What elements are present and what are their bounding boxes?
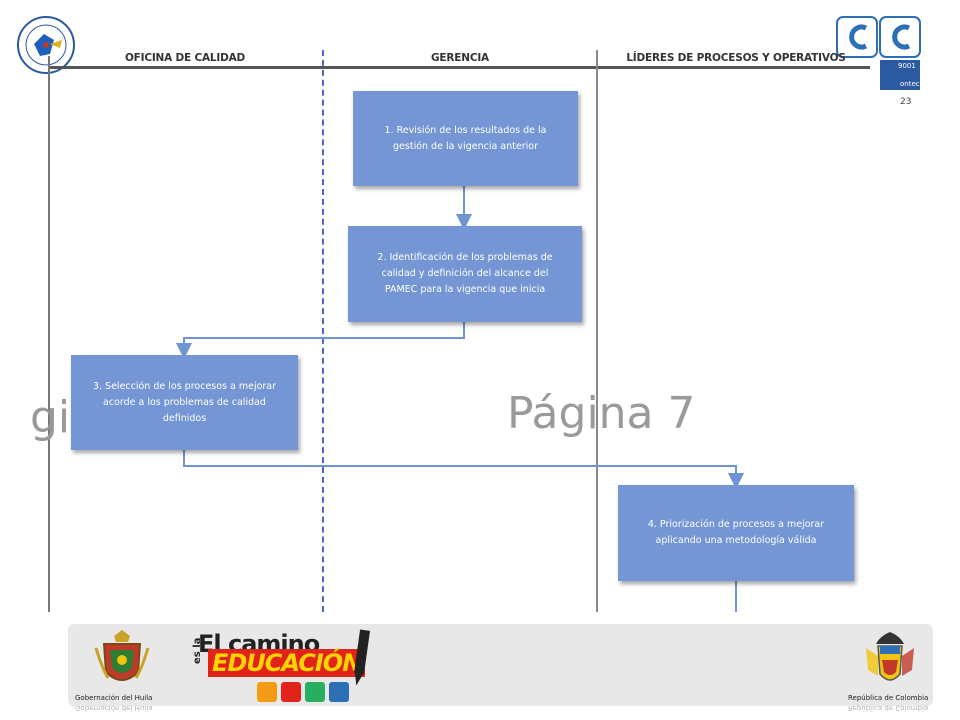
certification-logos: 9001 ontec bbox=[836, 16, 922, 92]
watermark-page-number: Página 7 bbox=[507, 388, 696, 439]
gobernacion-caption-reflection: Gobernación del Huila bbox=[75, 704, 153, 712]
cert-org-name: ontec bbox=[900, 80, 920, 88]
slogan-es-la: es la bbox=[192, 637, 203, 664]
quality-certification-icon bbox=[836, 16, 921, 58]
people-pictogram-icon bbox=[305, 682, 325, 702]
lane-separator bbox=[596, 50, 598, 612]
cert-band-iso bbox=[880, 60, 920, 90]
process-box-step4: 4. Priorización de procesos a mejorar ap… bbox=[618, 485, 854, 581]
lane-header-divider bbox=[48, 66, 870, 69]
house-pictogram-icon bbox=[329, 682, 349, 702]
process-box-step2: 2. Identificación de los problemas de ca… bbox=[348, 226, 582, 322]
institution-seal-logo bbox=[17, 16, 75, 74]
slogan-pictograms bbox=[257, 682, 353, 702]
lane-separator-dashed bbox=[322, 50, 324, 612]
process-box-step1: 1. Revisión de los resultados de la gest… bbox=[353, 91, 578, 186]
colombia-coat-of-arms-icon bbox=[866, 632, 914, 681]
family-pictogram-icon bbox=[257, 682, 277, 702]
gobernacion-caption: Gobernación del Huila bbox=[75, 694, 153, 702]
process-box-step3: 3. Selección de los procesos a mejorar a… bbox=[71, 355, 298, 450]
lane-header-lideres: LÍDERES DE PROCESOS Y OPERATIVOS bbox=[626, 52, 846, 64]
lane-left-border bbox=[48, 56, 50, 612]
cert-iso-number: 9001 bbox=[898, 62, 916, 70]
gobernacion-huila-crest-icon bbox=[94, 630, 150, 681]
heart-pictogram-icon bbox=[281, 682, 301, 702]
connector-step2-step3 bbox=[176, 322, 465, 359]
pencil-icon bbox=[353, 629, 371, 686]
slogan-line2: EDUCACIÓN bbox=[208, 649, 366, 677]
connector-step3-step4 bbox=[183, 450, 744, 489]
republica-caption-reflection: República de Colombia bbox=[848, 704, 929, 712]
lane-header-oficina-calidad: OFICINA DE CALIDAD bbox=[124, 52, 246, 64]
lane-header-gerencia: GERENCIA bbox=[431, 52, 489, 64]
watermark-partial: gi bbox=[30, 392, 71, 443]
cert-number-fragment: 23 bbox=[900, 97, 912, 107]
republica-caption: República de Colombia bbox=[848, 694, 929, 702]
